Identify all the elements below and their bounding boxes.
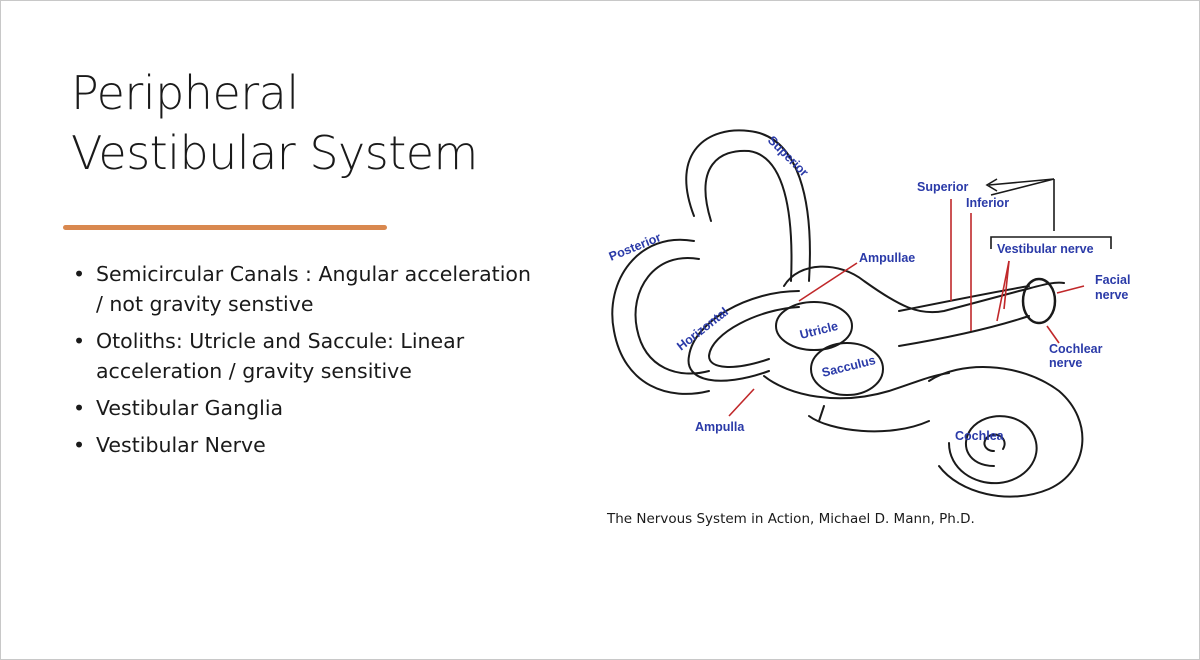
label-utricle: Utricle (798, 319, 839, 342)
inner-ear-diagram: Superior Posterior Horizontal Ampullae U… (599, 121, 1159, 511)
pointer-cochlear-nerve (1046, 325, 1060, 344)
posterior-canal-outline (611, 238, 710, 395)
title-line-2: Vestibular System (71, 126, 478, 180)
title-line-1: Peripheral (71, 66, 299, 120)
label-ampulla: Ampulla (695, 420, 745, 434)
bullet-text: Vestibular Nerve (96, 433, 266, 457)
horizontal-canal-inner (708, 306, 800, 368)
arrow-head (985, 178, 998, 192)
vestibular-bracket (990, 236, 1112, 249)
figure-caption: The Nervous System in Action, Michael D.… (607, 511, 975, 527)
label-cochlea: Cochlea (955, 429, 1005, 443)
label-inferior-nerve: Inferior (966, 196, 1009, 210)
bullet-item: • Otoliths: Utricle and Saccule: Linear a… (71, 326, 541, 386)
label-ampullae: Ampullae (859, 251, 915, 265)
inner-ear-illustration: Superior Posterior Horizontal Ampullae U… (607, 129, 1130, 498)
base-lower (808, 415, 930, 433)
pointer-vestibular-nerve-1 (996, 260, 1010, 322)
nerve-trunk-top (898, 285, 1030, 312)
pointer-vestibular-nerve-2 (1003, 260, 1010, 310)
label-facial-nerve-1: Facial (1095, 273, 1130, 287)
slide-title: Peripheral Vestibular System (71, 63, 591, 183)
arrow-line-lower (990, 178, 1055, 196)
posterior-canal-inner (634, 256, 710, 375)
bullet-item: • Vestibular Nerve (71, 430, 541, 460)
superior-canal-outline (685, 129, 811, 282)
utricle-shape (775, 301, 853, 351)
bullet-glyph: • (73, 396, 86, 420)
label-cochlear-nerve-2: nerve (1049, 356, 1082, 370)
bullet-glyph: • (73, 262, 86, 286)
bullet-item: • Semicircular Canals : Angular accelerat… (71, 259, 541, 319)
nerve-bundle-end (1021, 277, 1057, 325)
nerve-trunk-bottom (898, 315, 1030, 347)
pointer-facial-nerve (1056, 285, 1085, 294)
label-superior-canal: Superior (765, 133, 811, 179)
horizontal-canal-outline (687, 290, 800, 382)
bullet-text: Vestibular Ganglia (96, 396, 284, 420)
label-vestibular-nerve: Vestibular nerve (997, 242, 1094, 256)
label-sacculus: Sacculus (820, 353, 877, 380)
bullet-text: Otoliths: Utricle and Saccule: Linear ac… (96, 329, 465, 383)
vestibule-lower (763, 372, 950, 400)
bullet-glyph: • (73, 433, 86, 457)
label-cochlear-nerve-1: Cochlear (1049, 342, 1103, 356)
superior-canal-inner (704, 149, 793, 282)
bullet-text: Semicircular Canals : Angular accelerati… (96, 262, 531, 316)
base-left (818, 405, 825, 422)
cochlea-center (983, 433, 1006, 452)
bullet-list: • Semicircular Canals : Angular accelerat… (71, 259, 541, 467)
bullet-item: • Vestibular Ganglia (71, 393, 541, 423)
cochlea-spiral (948, 415, 1038, 485)
pointer-ampulla (728, 388, 755, 417)
bullet-glyph: • (73, 329, 86, 353)
saccule-shape (810, 342, 884, 396)
pointer-ampullae (798, 262, 858, 302)
label-facial-nerve-2: nerve (1095, 288, 1128, 302)
arrow-line-upper (988, 178, 1055, 186)
label-superior-nerve: Superior (917, 180, 969, 194)
vestibule-body (783, 265, 1065, 314)
label-horizontal-canal: Horizontal (674, 305, 731, 354)
title-underline (63, 225, 387, 230)
cochlea-outline (928, 366, 1084, 498)
